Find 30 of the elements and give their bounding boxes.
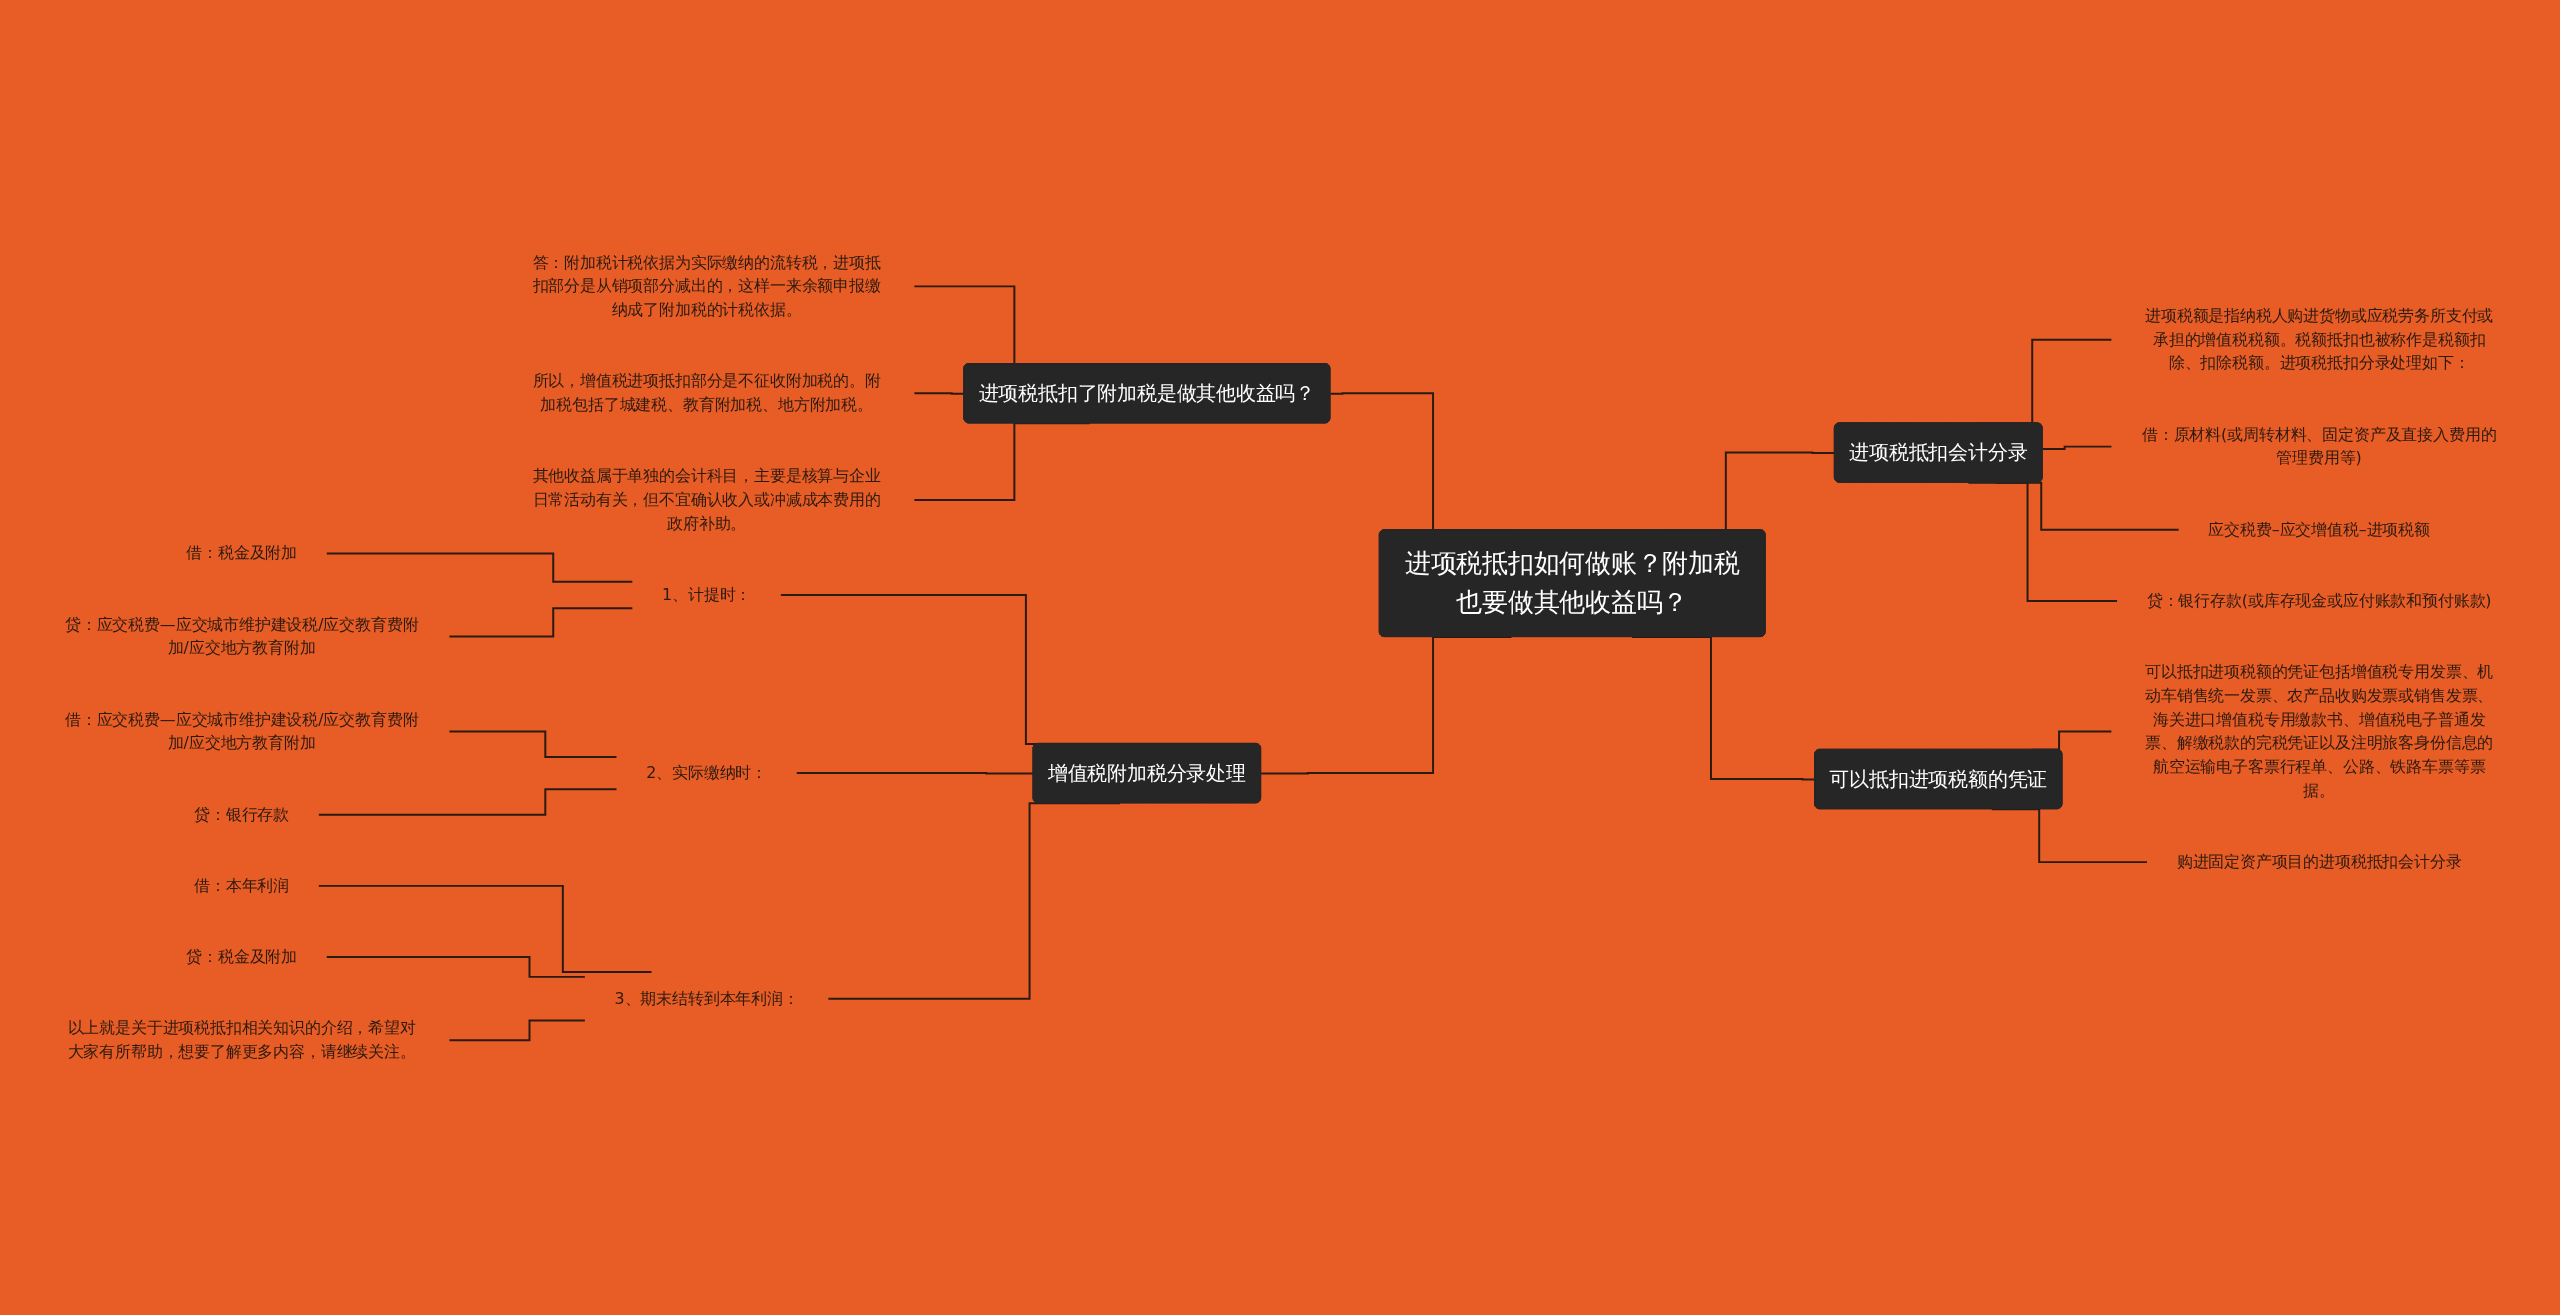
node-text: 贷：银行存款(或库存现金或应付账款和预付账款) xyxy=(2146,591,2492,611)
node-text: 借：本年利润 xyxy=(193,876,289,895)
node-text: 所以，增值税进项抵扣部分是不征收附加税的。附加税包括了城建税、教育附加税、地方附加税。 xyxy=(532,371,881,415)
connector xyxy=(2041,445,2112,451)
connector xyxy=(325,956,586,978)
node-text: 借：应交税费—应交城市维护建设税/应交教育费附加/应交地方教育附加 xyxy=(64,709,419,753)
connector xyxy=(448,607,633,638)
node-text: 进项税额是指纳税人购进货物或应税劳务所支付或承担的增值税税额。税额抵扣也被称作是税额扣除、扣除税额。进项税抵扣分录处理如下： xyxy=(2144,306,2493,373)
node-text: 2、实际缴纳时： xyxy=(645,763,767,783)
node-text: 其他收益属于单独的会计科目，主要是核算与企业日常活动有关，但不宜确认收入或冲减成本费用的政府补助。 xyxy=(532,466,881,533)
node-text: 借：原材料(或周转材料、固定资产及直接入费用的管理费用等) xyxy=(2141,425,2496,468)
connector xyxy=(1990,808,2148,864)
node-text: 可以抵扣进项税额的凭证包括增值税专用发票、机动车销售统一发票、农产品收购发票或销售发票、海关进口增值税专用缴款书、增值税电子普通发票、解缴税款的完税凭证以及注明旅客身份信息的航空运输电子客票行程单、公路、铁路车票等票据。 xyxy=(2144,662,2493,800)
node-text: 贷：银行存款 xyxy=(193,804,289,824)
node-text: 购进固定资产项目的进项税抵扣会计分录 xyxy=(2176,852,2462,872)
node-text: 贷：应交税费—应交城市维护建设税/应交教育费附加/应交地方教育附加 xyxy=(64,614,419,658)
node-text: 借：税金及附加 xyxy=(185,543,297,563)
connector xyxy=(317,788,618,816)
node-text: 贷：税金及附加 xyxy=(185,947,297,967)
node-text: 3、期末结转到本年利润： xyxy=(614,988,799,1008)
node-text: 1、计提时： xyxy=(661,585,751,605)
node-text: 以上就是关于进项税抵扣相关知识的介绍，希望对大家有所帮助，想要了解更多内容，请继续关注。 xyxy=(67,1018,416,1062)
connector xyxy=(317,885,653,974)
connector xyxy=(448,1019,586,1042)
connector xyxy=(912,392,965,395)
connector xyxy=(827,802,1121,1000)
node-text: 应交税费–应交增值税–进项税额 xyxy=(2207,519,2430,539)
connector xyxy=(325,552,633,583)
connector xyxy=(448,730,618,759)
node-text: 答：附加税计税依据为实际缴纳的流转税，进项抵扣部分是从销项部分减出的，这样一来余额申报缴纳成了附加税的计税依据。 xyxy=(532,252,881,320)
